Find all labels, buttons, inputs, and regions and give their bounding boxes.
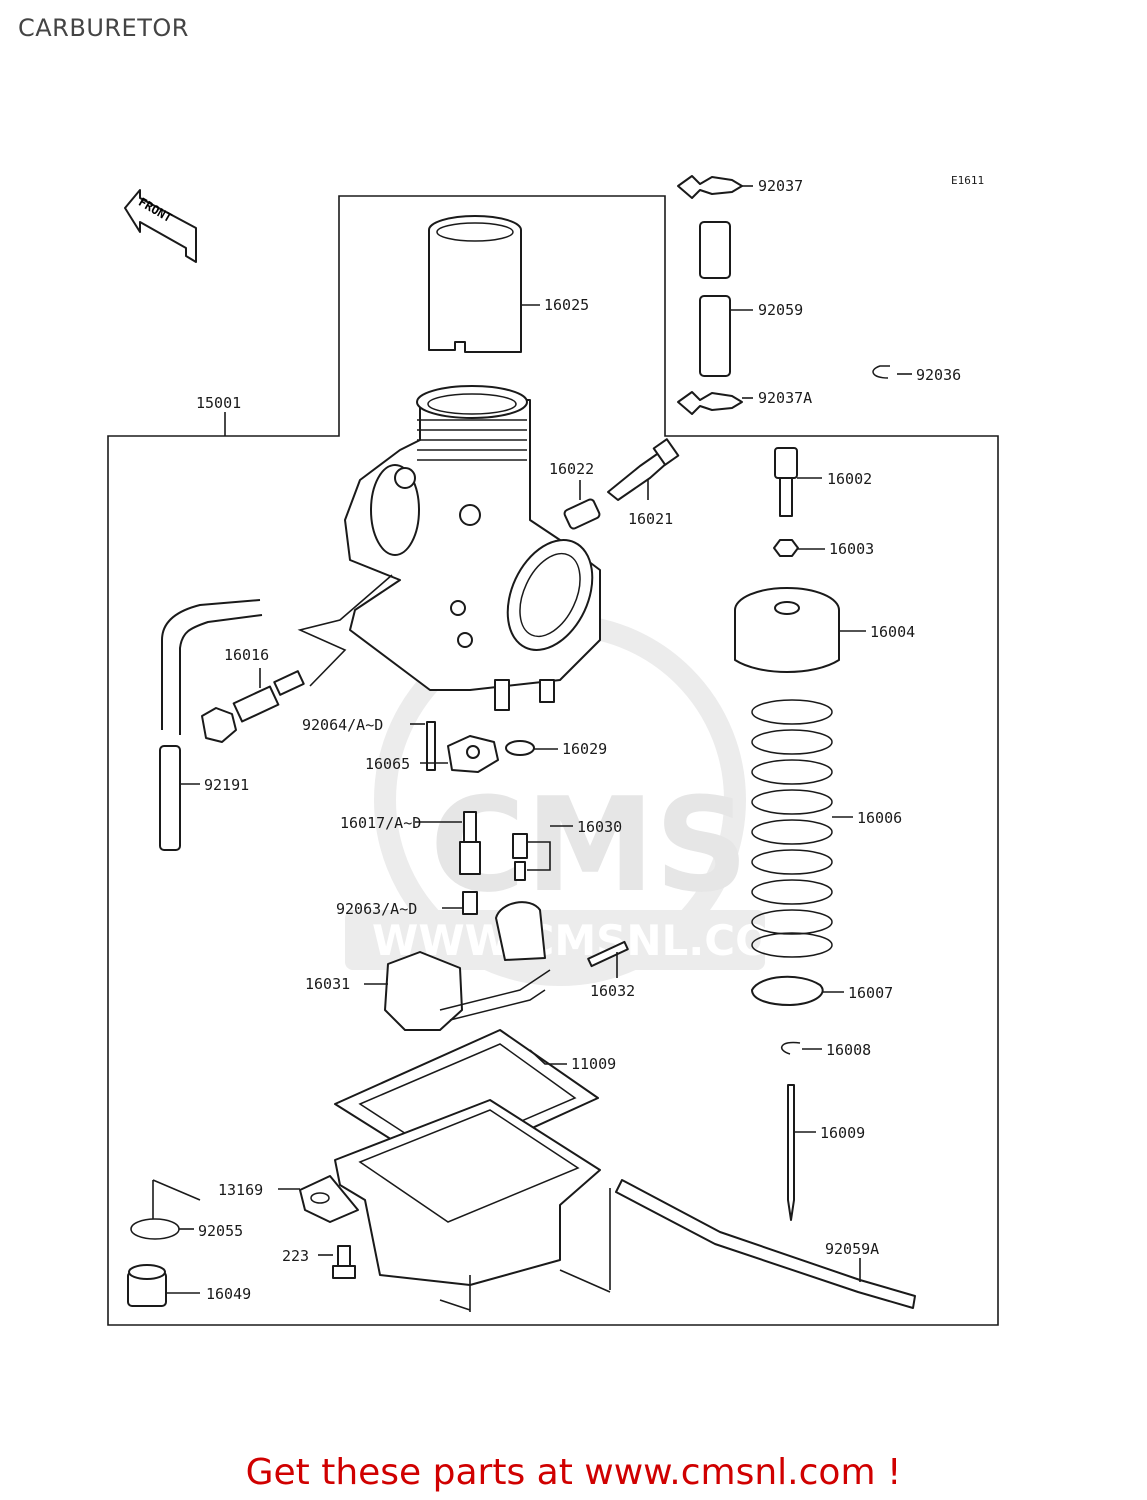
- part-label-223: 223: [282, 1247, 309, 1265]
- lock-nut: [773, 539, 799, 557]
- page-title: CARBURETOR: [18, 14, 189, 42]
- part-labels: 92037 16025 92059 92036 92037A 15001 160…: [196, 177, 961, 1303]
- part-label-16009: 16009: [820, 1124, 865, 1142]
- part-label-16065: 16065: [365, 755, 410, 773]
- float: [384, 901, 551, 1031]
- cable-adjuster: [774, 447, 798, 517]
- drain-hose: [615, 1179, 916, 1309]
- part-label-16016: 16016: [224, 646, 269, 664]
- needle-clip: [780, 1041, 801, 1055]
- part-label-16032: 16032: [590, 982, 635, 1000]
- carburetor-body: [344, 385, 601, 711]
- drain-plug: [127, 1264, 167, 1307]
- part-label-16030: 16030: [577, 818, 622, 836]
- part-label-16021: 16021: [628, 510, 673, 528]
- part-label-92059a: 92059A: [825, 1240, 879, 1258]
- part-label-11009: 11009: [571, 1055, 616, 1073]
- overflow-hose: [159, 599, 263, 851]
- float-chamber: [299, 1099, 601, 1286]
- part-label-92191: 92191: [204, 776, 249, 794]
- part-label-16006: 16006: [857, 809, 902, 827]
- air-screw-spring: [563, 498, 601, 530]
- part-label-92055: 92055: [198, 1222, 243, 1240]
- mixing-chamber-cap: [734, 587, 840, 673]
- part-label-16017: 16017/A~D: [340, 814, 421, 832]
- part-label-92037a: 92037A: [758, 389, 812, 407]
- part-label-92059: 92059: [758, 301, 803, 319]
- main-jet-92063: [462, 891, 478, 915]
- part-label-92037: 92037: [758, 177, 803, 195]
- main-jet-16030: [512, 833, 528, 881]
- needle-plate: [751, 975, 824, 1006]
- assembly-outline: [107, 195, 999, 1326]
- part-label-16003: 16003: [829, 540, 874, 558]
- float-pin: [587, 940, 629, 968]
- air-screw: [607, 438, 680, 501]
- clip-92036: [872, 365, 890, 379]
- part-label-92063: 92063/A~D: [336, 900, 417, 918]
- screw-223: [332, 1245, 356, 1279]
- breather-hose-top: [677, 175, 743, 415]
- leader-lines: [152, 185, 912, 1294]
- part-label-15001: 15001: [196, 394, 241, 412]
- needle-jet: [459, 811, 481, 875]
- idle-adjuster: [201, 670, 305, 743]
- o-ring-92055: [130, 1218, 180, 1240]
- part-label-13169: 13169: [218, 1181, 263, 1199]
- part-label-16022: 16022: [549, 460, 594, 478]
- part-label-16004: 16004: [870, 623, 915, 641]
- watermark-text: CMS: [430, 769, 748, 921]
- throttle-valve-spring: [751, 699, 833, 958]
- part-label-92036: 92036: [916, 366, 961, 384]
- jet-needle: [787, 1084, 795, 1221]
- part-label-16031: 16031: [305, 975, 350, 993]
- diagram-code: E1611: [951, 174, 984, 187]
- part-label-92064: 92064/A~D: [302, 716, 383, 734]
- part-label-16025: 16025: [544, 296, 589, 314]
- part-label-16049: 16049: [206, 1285, 251, 1303]
- washer-16029: [505, 740, 535, 756]
- throttle-slide: [428, 215, 522, 353]
- pilot-jet-92064: [426, 721, 436, 771]
- watermark: CMS WWW.CMSNL.COM: [345, 614, 813, 986]
- promo-link[interactable]: Get these parts at www.cmsnl.com !: [245, 1452, 902, 1493]
- part-label-16008: 16008: [826, 1041, 871, 1059]
- part-label-16029: 16029: [562, 740, 607, 758]
- front-arrow-icon: FRONT: [124, 189, 197, 263]
- part-label-16007: 16007: [848, 984, 893, 1002]
- part-label-16002: 16002: [827, 470, 872, 488]
